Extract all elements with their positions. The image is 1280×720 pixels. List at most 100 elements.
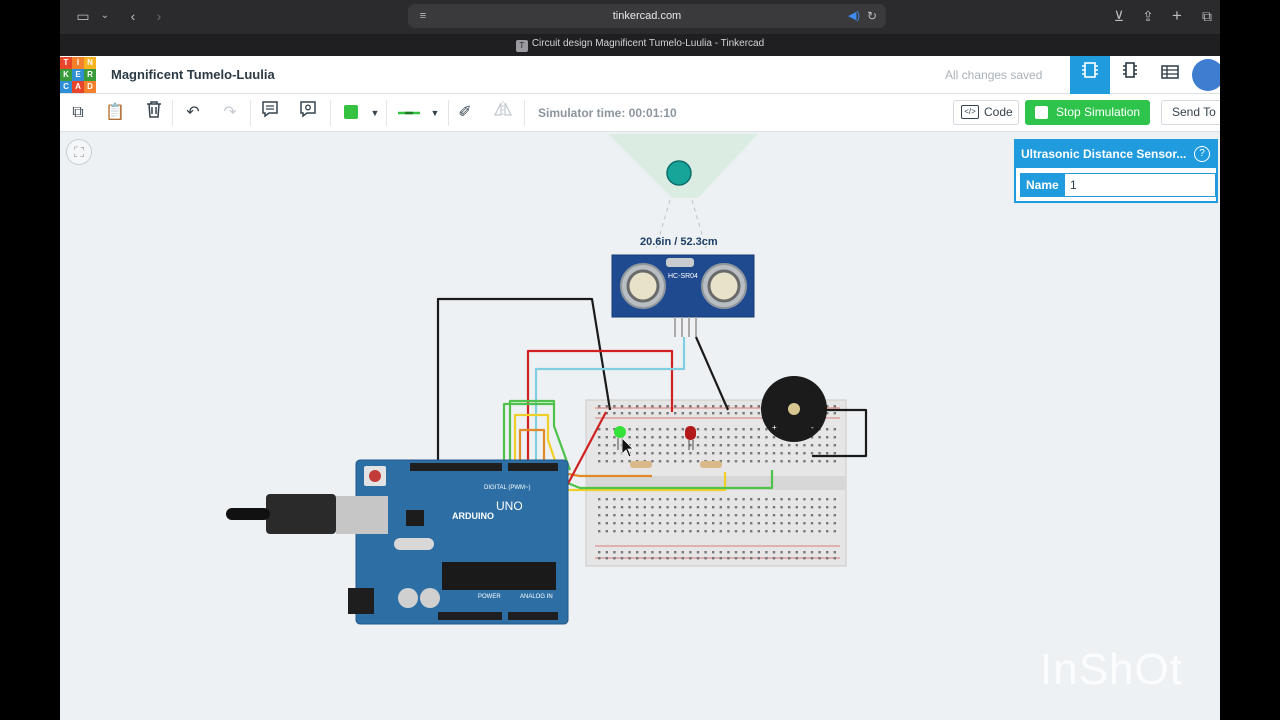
undo-button[interactable]: ↶ <box>180 100 206 126</box>
red-led[interactable] <box>685 426 696 450</box>
breadboard-hole <box>727 514 730 517</box>
arduino-uno[interactable]: ARDUINO UNO DIGITAL (PWM~) POWER ANALOG … <box>226 459 569 625</box>
breadboard-hole <box>734 436 738 439</box>
breadboard-hole <box>605 460 608 463</box>
resistor-2[interactable] <box>700 461 722 468</box>
wire-type-dropdown-icon[interactable]: ▼ <box>430 108 440 118</box>
stop-simulation-button[interactable]: Stop Simulation <box>1025 100 1150 125</box>
save-status: All changes saved <box>945 68 1043 82</box>
breadboard-hole <box>636 506 639 509</box>
breadboard-hole <box>818 522 821 525</box>
color-dropdown-icon[interactable]: ▼ <box>370 108 380 118</box>
paste-icon: 📋 <box>105 104 125 121</box>
breadboard-hole <box>613 498 616 501</box>
wire-green-a[interactable] <box>508 399 572 471</box>
breadboard-hole <box>704 551 707 554</box>
back-arrow-icon[interactable]: ‹ <box>130 8 136 24</box>
breadboard-hole <box>772 557 776 560</box>
sidebar-toggle-icon[interactable]: ▭ <box>76 8 90 24</box>
inspector-title: Ultrasonic Distance Sensor... <box>1016 141 1216 168</box>
breadboard-hole <box>810 522 814 525</box>
send-to-button[interactable]: Send To <box>1161 100 1220 125</box>
logo-letter: A <box>72 81 84 93</box>
copy-button[interactable]: ⧉ <box>65 100 91 126</box>
breadboard-hole <box>613 551 616 554</box>
breadboard-hole <box>803 551 806 554</box>
schematic-view-button[interactable] <box>1110 56 1150 94</box>
download-icon[interactable]: ⊻ <box>1113 8 1125 24</box>
breadboard-hole <box>810 436 814 439</box>
name-input[interactable]: 1 <box>1064 173 1216 197</box>
notes-button[interactable] <box>257 100 283 126</box>
breadboard-hole <box>772 436 776 439</box>
chevron-down-icon[interactable]: ⌄ <box>100 10 110 21</box>
toggle-notes-button[interactable] <box>295 100 321 126</box>
chip-icon <box>1123 62 1137 78</box>
wire-black-buzzer[interactable] <box>812 408 868 458</box>
wires[interactable] <box>436 297 868 613</box>
breadboard-hole <box>658 551 662 554</box>
wire-black-gnd[interactable] <box>436 297 612 462</box>
breadboard-hole <box>750 452 753 455</box>
breadboard-hole <box>620 412 624 415</box>
logo-letter: E <box>72 69 84 81</box>
reader-icon[interactable]: ≡ <box>419 10 427 22</box>
reload-icon[interactable]: ↻ <box>866 9 878 23</box>
breadboard-hole <box>620 557 624 560</box>
user-avatar[interactable] <box>1192 59 1220 91</box>
rotate-button[interactable]: ✐ <box>452 100 478 126</box>
piezo-buzzer[interactable]: + - <box>761 376 827 442</box>
breadboard-hole <box>780 522 783 525</box>
breadboard-hole <box>674 405 677 408</box>
breadboard-hole <box>795 514 798 517</box>
sensor-model-label: HC-SR04 <box>668 273 698 280</box>
wire-black-sensor-gnd[interactable] <box>694 336 730 411</box>
breadboard-hole <box>613 412 616 415</box>
distance-target-object[interactable] <box>666 160 692 186</box>
url-bar[interactable]: tinkercad.com <box>408 4 886 28</box>
breadboard-hole <box>681 522 684 525</box>
sensor-beam-lines <box>655 199 707 249</box>
tab-overview-icon[interactable]: ⧉ <box>1202 8 1212 24</box>
fit-view-button[interactable]: ⛶ <box>66 139 92 165</box>
delete-button[interactable] <box>141 100 167 126</box>
breadboard-hole <box>734 460 738 463</box>
help-icon[interactable]: ? <box>1194 146 1210 162</box>
circuit-canvas[interactable]: ⛶ <box>60 132 1220 720</box>
component-list-button[interactable] <box>1150 56 1190 94</box>
breadboard-hole <box>651 405 654 408</box>
breadboard-hole <box>598 530 601 533</box>
audio-icon[interactable]: ◀) <box>847 10 861 22</box>
breadboard-hole <box>734 405 738 408</box>
breadboard-hole <box>598 444 601 447</box>
breadboard-hole <box>788 452 791 455</box>
breadboard-hole <box>757 530 760 533</box>
wire-red-vcc[interactable] <box>526 349 674 462</box>
wire-color-swatch[interactable] <box>344 105 358 119</box>
breadboard-hole <box>833 530 836 533</box>
breadboard-hole <box>681 452 684 455</box>
breadboard-hole <box>780 506 783 509</box>
wire-yellow[interactable] <box>513 413 727 492</box>
breadboard-hole <box>674 557 677 560</box>
wire-green-b[interactable] <box>502 402 774 490</box>
tinkercad-logo[interactable]: T I N K E R C A D <box>60 57 96 93</box>
code-button[interactable]: </> Code <box>953 100 1019 125</box>
breadboard-hole <box>810 514 814 517</box>
wire-orange[interactable] <box>518 428 652 478</box>
breadboard-hole <box>734 428 738 431</box>
design-title[interactable]: Magnificent Tumelo-Luulia <box>111 67 275 82</box>
resistor-1[interactable] <box>630 461 652 468</box>
wire-type-button[interactable] <box>394 100 424 126</box>
breadboard-hole <box>666 506 669 509</box>
breadboard-hole <box>674 452 677 455</box>
breadboard-hole <box>719 498 722 501</box>
share-icon[interactable]: ⇪ <box>1142 8 1154 24</box>
new-tab-icon[interactable]: + <box>1172 6 1182 25</box>
breadboard-hole <box>788 557 791 560</box>
breadboard-hole <box>712 506 715 509</box>
breadboard-hole <box>620 514 624 517</box>
ultrasonic-sensor[interactable]: HC-SR04 <box>611 254 755 337</box>
circuit-view-button[interactable] <box>1070 56 1110 94</box>
